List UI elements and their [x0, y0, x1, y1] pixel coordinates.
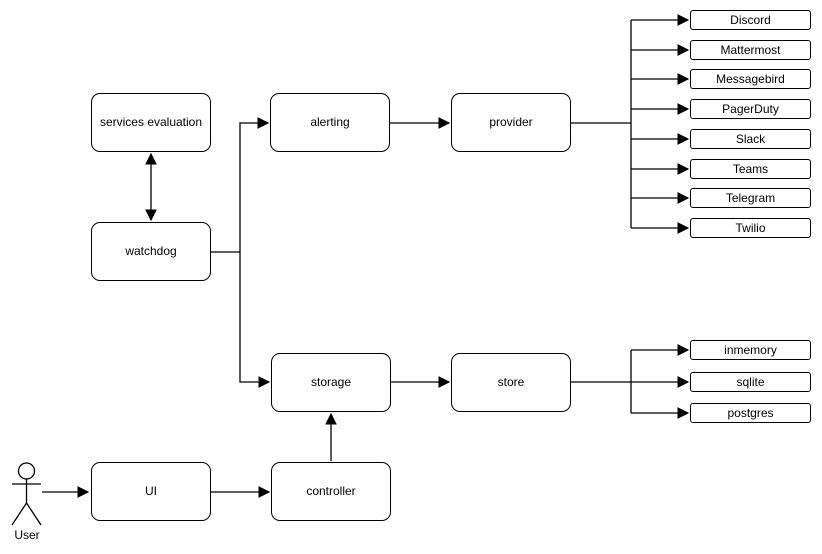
node-pagerduty: PagerDuty — [690, 99, 811, 119]
node-messagebird: Messagebird — [690, 69, 811, 89]
node-label: controller — [306, 484, 356, 499]
node-postgres: postgres — [690, 403, 811, 423]
node-inmemory: inmemory — [690, 340, 811, 360]
node-store: store — [451, 353, 571, 412]
node-label: alerting — [310, 115, 350, 130]
edge-watchdog-alerting — [239, 117, 270, 252]
node-label: watchdog — [125, 244, 177, 259]
node-twilio: Twilio — [690, 218, 811, 238]
node-label: sqlite — [736, 374, 765, 389]
node-label: PagerDuty — [722, 101, 779, 116]
node-slack: Slack — [690, 129, 811, 149]
user-actor-label: User — [14, 528, 40, 542]
node-label: provider — [489, 115, 533, 130]
node-watchdog: watchdog — [91, 222, 211, 281]
node-provider: provider — [451, 93, 571, 152]
node-services-evaluation: services evaluation — [91, 93, 211, 152]
node-label: UI — [145, 484, 157, 499]
node-sqlite: sqlite — [690, 372, 811, 392]
node-label: Messagebird — [716, 71, 785, 86]
node-label: storage — [310, 375, 352, 390]
node-ui: UI — [91, 462, 211, 521]
node-label: Discord — [730, 12, 771, 27]
node-telegram: Telegram — [690, 188, 811, 208]
node-label: services evaluation — [99, 115, 203, 130]
node-mattermost: Mattermost — [690, 40, 811, 60]
user-actor-icon — [11, 462, 42, 526]
edge-store-trunk — [571, 350, 632, 413]
node-storage: storage — [271, 353, 391, 412]
node-label: Slack — [735, 131, 766, 146]
node-label: inmemory — [724, 342, 777, 357]
node-label: Teams — [732, 161, 769, 176]
node-label: Mattermost — [720, 42, 781, 57]
node-label: postgres — [727, 405, 774, 420]
node-teams: Teams — [690, 159, 811, 179]
edge-provider-trunk — [571, 20, 632, 228]
edge-watchdog-storage — [239, 252, 271, 388]
node-discord: Discord — [690, 10, 811, 30]
node-label: Twilio — [735, 220, 766, 235]
node-alerting: alerting — [270, 93, 390, 152]
node-controller: controller — [271, 462, 391, 521]
node-label: Telegram — [725, 190, 776, 205]
node-label: store — [497, 375, 525, 390]
